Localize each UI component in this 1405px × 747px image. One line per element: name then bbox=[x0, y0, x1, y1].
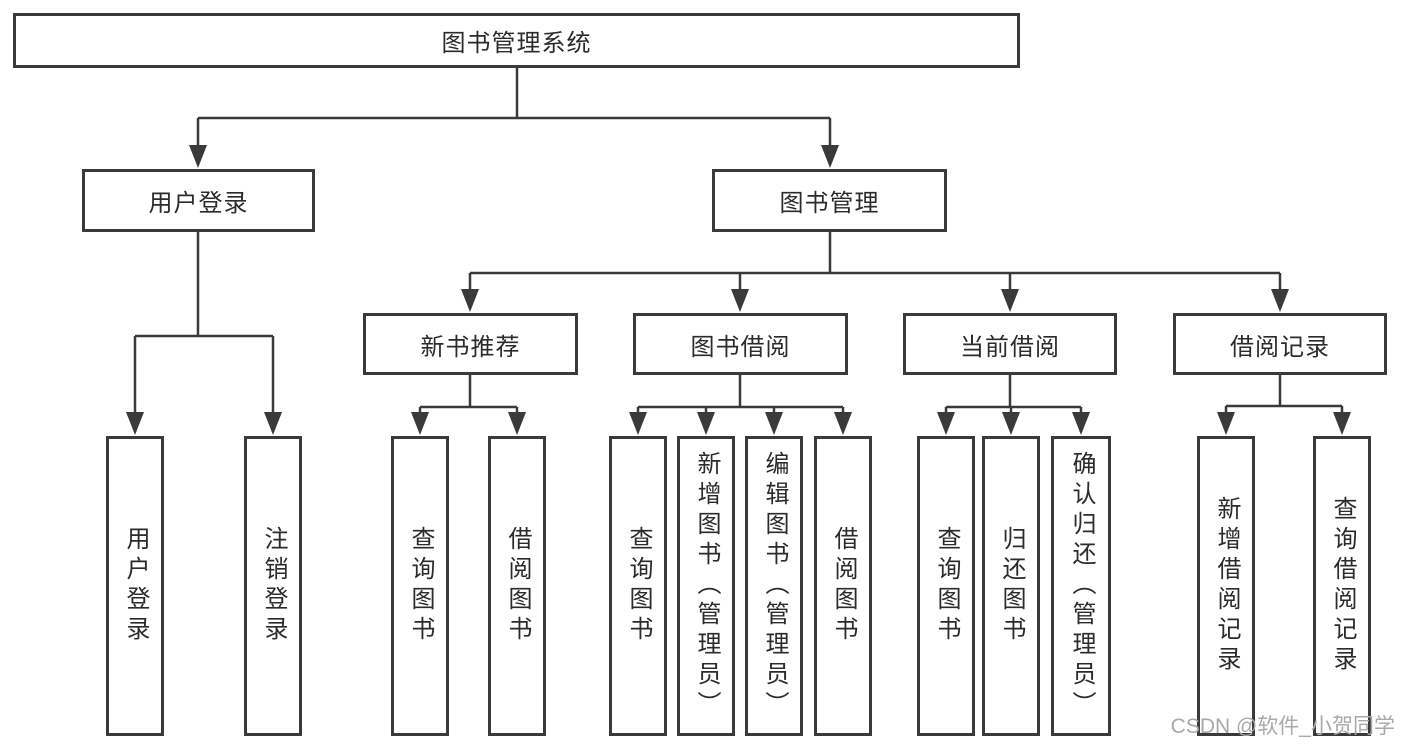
node-label: 借阅记录 bbox=[1230, 333, 1330, 361]
node-label: 注销登录 bbox=[260, 526, 287, 646]
arrowhead bbox=[1072, 412, 1090, 435]
node-label: 查询借阅记录 bbox=[1329, 496, 1356, 676]
leaf-newrec-borrow-book: 借阅图书 bbox=[488, 436, 546, 736]
leaf-logout-login: 注销登录 bbox=[244, 436, 302, 736]
node-borrow-record: 借阅记录 bbox=[1173, 313, 1387, 375]
csdn-watermark: CSDN @软件_小贺同学 bbox=[1170, 715, 1395, 738]
node-user-login: 用户登录 bbox=[82, 169, 315, 232]
arrowhead bbox=[461, 289, 479, 312]
connector-path bbox=[133, 232, 275, 413]
node-label: 图书借阅 bbox=[690, 333, 791, 361]
connector-path bbox=[944, 375, 1083, 413]
connector-path bbox=[468, 232, 1282, 290]
arrowhead bbox=[629, 412, 647, 435]
node-label: 新书推荐 bbox=[420, 333, 521, 361]
arrowhead bbox=[1271, 289, 1289, 312]
leaf-borrow-query-book: 查询图书 bbox=[609, 436, 667, 736]
arrowhead bbox=[731, 289, 749, 312]
node-label: 新增借阅记录 bbox=[1213, 496, 1240, 676]
node-label: 查询图书 bbox=[933, 526, 960, 646]
node-label: 当前借阅 bbox=[960, 333, 1060, 361]
connector-path bbox=[1224, 375, 1344, 413]
node-label: 归还图书 bbox=[998, 526, 1025, 646]
arrowhead bbox=[508, 412, 526, 435]
node-label: 图书管理系统 bbox=[441, 30, 592, 57]
leaf-current-confirm-return-admin: 确认归还（管理员） bbox=[1051, 436, 1111, 736]
leaf-borrow-add-book-admin: 新增图书（管理员） bbox=[677, 436, 735, 736]
arrowhead bbox=[1333, 412, 1351, 435]
leaf-record-query-borrow-record: 查询借阅记录 bbox=[1313, 436, 1371, 736]
arrowhead bbox=[937, 412, 955, 435]
arrowhead bbox=[1217, 412, 1235, 435]
node-library-management-system: 图书管理系统 bbox=[13, 13, 1020, 68]
arrowhead bbox=[1001, 289, 1019, 312]
leaf-current-return-book: 归还图书 bbox=[982, 436, 1040, 736]
connector-path bbox=[196, 67, 832, 147]
arrowhead bbox=[834, 412, 852, 435]
node-label: 借阅图书 bbox=[504, 526, 531, 646]
node-label: 新增图书（管理员） bbox=[693, 451, 720, 721]
node-label: 确认归还（管理员） bbox=[1068, 451, 1095, 721]
arrowhead bbox=[821, 145, 839, 168]
node-new-book-recommend: 新书推荐 bbox=[363, 313, 578, 375]
node-label: 用户登录 bbox=[122, 526, 149, 646]
leaf-borrow-borrow-book: 借阅图书 bbox=[814, 436, 872, 736]
node-label: 借阅图书 bbox=[830, 526, 857, 646]
arrowhead bbox=[264, 412, 282, 435]
leaf-user-login: 用户登录 bbox=[106, 436, 164, 736]
arrowhead bbox=[126, 412, 144, 435]
node-label: 编辑图书（管理员） bbox=[761, 451, 788, 721]
node-book-borrow: 图书借阅 bbox=[633, 313, 848, 375]
leaf-newrec-query-book: 查询图书 bbox=[391, 436, 449, 736]
leaf-borrow-edit-book-admin: 编辑图书（管理员） bbox=[745, 436, 803, 736]
node-label: 图书管理 bbox=[779, 190, 880, 217]
arrowhead bbox=[697, 412, 715, 435]
node-current-borrow: 当前借阅 bbox=[903, 313, 1117, 375]
leaf-current-query-book: 查询图书 bbox=[917, 436, 975, 736]
node-label: 用户登录 bbox=[148, 190, 249, 217]
connector-path bbox=[418, 375, 519, 413]
node-book-management: 图书管理 bbox=[712, 169, 947, 232]
connector-path bbox=[636, 375, 845, 413]
node-label: 查询图书 bbox=[625, 526, 652, 646]
leaf-record-add-borrow-record: 新增借阅记录 bbox=[1197, 436, 1255, 736]
arrowhead bbox=[189, 145, 207, 168]
arrowhead bbox=[765, 412, 783, 435]
arrowhead bbox=[1002, 412, 1020, 435]
node-label: 查询图书 bbox=[407, 526, 434, 646]
arrowhead bbox=[411, 412, 429, 435]
